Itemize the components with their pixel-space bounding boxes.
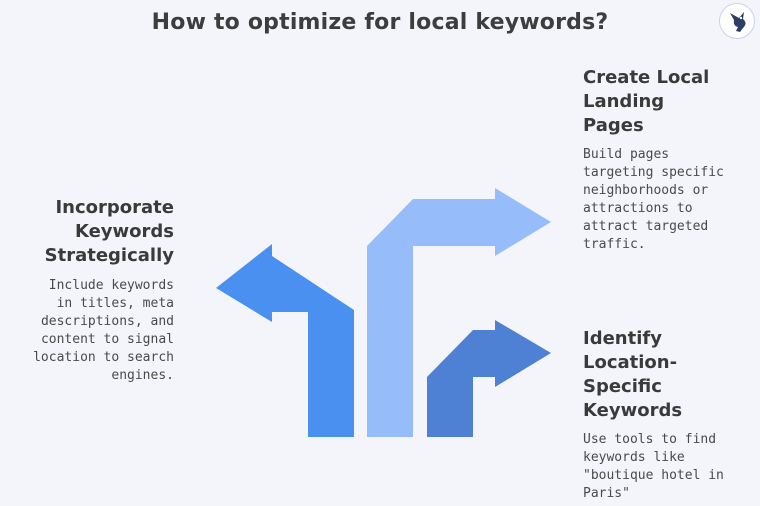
step-description-incorporate-keywords: Include keywords in titles, meta descrip… (33, 278, 174, 383)
page-title: How to optimize for local keywords? (151, 10, 609, 35)
arrow-create-landing-pages (367, 188, 551, 437)
arrow-identify-keywords (427, 320, 551, 437)
logo (719, 3, 755, 39)
bird-icon (730, 12, 746, 32)
step-heading-incorporate-keywords: Incorporate Keywords Strategically (44, 197, 174, 266)
step-description-create-landing-pages: Build pages targeting specific neighborh… (583, 147, 724, 252)
step-heading-identify-keywords: Identify Location- Specific Keywords (583, 328, 683, 421)
arrow-incorporate-keywords (216, 244, 354, 437)
step-heading-create-landing-pages: Create Local Landing Pages (583, 67, 710, 136)
step-description-identify-keywords: Use tools to find keywords like "boutiqu… (583, 432, 724, 501)
